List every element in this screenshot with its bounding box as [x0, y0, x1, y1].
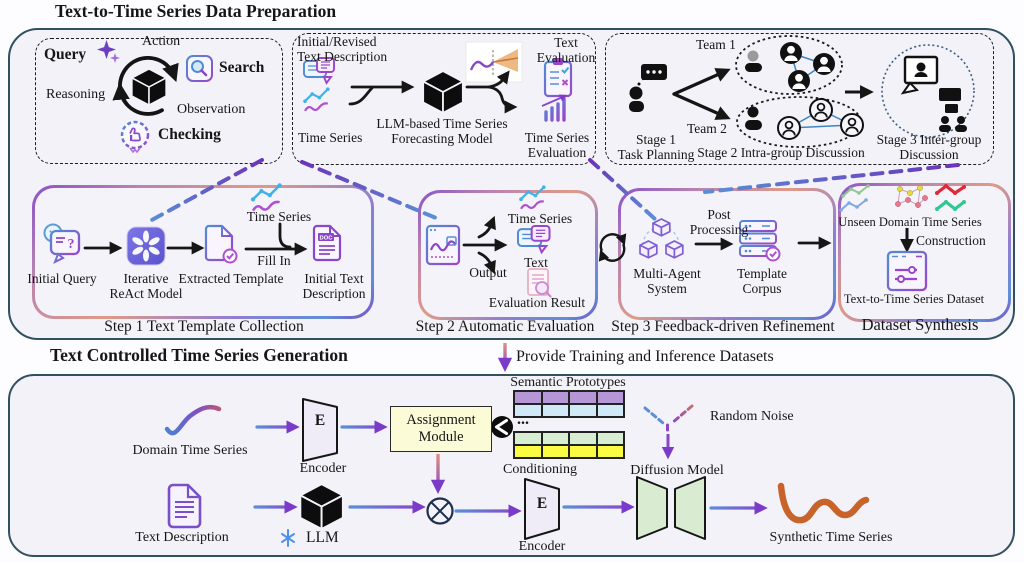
- step1-time-series-label: Time Series: [246, 209, 312, 224]
- box2-time-series-label: Time Series: [298, 130, 363, 145]
- random-noise-label: Random Noise: [710, 409, 794, 424]
- initial-query-label: Initial Query: [27, 271, 97, 286]
- page-title-top: Text-to-Time Series Data Preparation: [55, 1, 337, 21]
- text-evaluation-label: Text Evaluation: [537, 35, 595, 66]
- dataset-label: Text-to-Time Series Dataset: [843, 292, 985, 306]
- stage1-line1: Stage 1: [635, 132, 677, 147]
- step2-box: [418, 190, 598, 320]
- stage3-line1: Stage 3 Inter-group: [876, 132, 982, 147]
- multi-agent-line2: System: [647, 281, 687, 297]
- prototype-cell: [569, 445, 597, 458]
- initial-text-label: Initial Text Description: [303, 271, 366, 302]
- corpus-line2: Corpus: [742, 281, 782, 297]
- post-line1: Post: [707, 207, 731, 222]
- prototype-table-2: [513, 431, 625, 459]
- prototype-cell: [596, 404, 624, 417]
- encoder2-letter: E: [536, 495, 548, 512]
- initial-text-line2: Description: [302, 286, 366, 302]
- page-title-bottom: Text Controlled Time Series Generation: [50, 345, 348, 365]
- prototype-cell: [541, 432, 569, 445]
- step2-text-label: Text: [524, 255, 548, 270]
- semantic-prototypes-label: Semantic Prototypes: [510, 375, 626, 390]
- initial-revised-line2: Text Description: [297, 49, 388, 65]
- extracted-template-label: Extracted Template: [178, 271, 284, 286]
- step3-caption: Step 3 Feedback-driven Refinement: [611, 318, 835, 335]
- encoder2-label: Encoder: [518, 539, 566, 554]
- forecasting-model-label: LLM-based Time Series Forecasting Model: [376, 116, 507, 147]
- prototype-cell: [596, 432, 624, 445]
- prototype-cell: [514, 432, 542, 445]
- text-eval-line1: Text: [554, 35, 578, 50]
- evaluation-result-label: Evaluation Result: [488, 295, 586, 310]
- text-eval-line2: Evaluation: [536, 50, 596, 66]
- dataset-synthesis-caption: Dataset Synthesis: [861, 315, 979, 334]
- prototype-cell: [541, 404, 569, 417]
- prototype-cell: [514, 404, 542, 417]
- unseen-domain-label: Unseen Domain Time Series: [838, 215, 982, 229]
- stage3-line2: Discussion: [899, 147, 959, 163]
- initial-revised-label: Initial/Revised Text Description: [297, 34, 387, 65]
- stage2-label: Stage 2 Intra-group Discussion: [697, 145, 865, 160]
- action-label: Action: [142, 34, 181, 49]
- prototype-cell: [596, 445, 624, 458]
- model-line1: LLM-based Time Series: [376, 116, 508, 131]
- ts-eval-line2: Evaluation: [527, 145, 587, 161]
- initial-text-line1: Initial Text: [304, 271, 364, 286]
- model-line2: Forecasting Model: [391, 131, 493, 147]
- stage3-label: Stage 3 Inter-group Discussion: [877, 132, 982, 163]
- stage1-line2: Task Planning: [617, 147, 695, 163]
- search-label: Search: [219, 59, 265, 76]
- step1-caption: Step 1 Text Template Collection: [104, 318, 304, 335]
- prototype-cell: [514, 445, 542, 458]
- fill-in-label: Fill In: [257, 253, 291, 268]
- query-label: Query: [44, 46, 87, 63]
- prototype-cell: [541, 445, 569, 458]
- prototype-cell: [569, 391, 597, 404]
- step2-time-series-label: Time Series: [507, 211, 573, 226]
- ts-evaluation-label: Time Series Evaluation: [525, 130, 589, 161]
- diffusion-model-label: Diffusion Model: [630, 463, 724, 478]
- step2-caption: Step 2 Automatic Evaluation: [415, 318, 595, 335]
- post-processing-label: Post Processing: [690, 207, 749, 238]
- conditioning-label: Conditioning: [503, 462, 577, 477]
- multi-agent-line1: Multi-Agent: [633, 266, 701, 281]
- synthetic-time-series-label: Synthetic Time Series: [769, 530, 893, 545]
- text-description-label: Text Description: [135, 530, 229, 545]
- multi-agent-label: Multi-Agent System: [633, 266, 701, 297]
- checking-label: Checking: [158, 126, 221, 143]
- provide-datasets-label: Provide Training and Inference Datasets: [516, 348, 774, 365]
- construction-label: Construction: [916, 233, 986, 248]
- assignment-line2: Module: [418, 429, 464, 445]
- team2-label: Team 2: [687, 121, 727, 136]
- react-line2: ReAct Model: [109, 286, 183, 302]
- llm-label: LLM: [306, 529, 339, 546]
- prototype-cell: [514, 391, 542, 404]
- output-label: Output: [469, 265, 507, 280]
- prototype-cell: [596, 391, 624, 404]
- encoder1-label: Encoder: [299, 461, 347, 476]
- react-line1: Iterative: [123, 271, 169, 286]
- observation-label: Observation: [177, 102, 246, 117]
- initial-revised-line1: Initial/Revised: [297, 34, 377, 49]
- prototype-cell: [569, 432, 597, 445]
- template-corpus-label: Template Corpus: [737, 266, 787, 297]
- stage1-label: Stage 1 Task Planning: [618, 132, 695, 163]
- prototype-ellipsis: ...: [517, 411, 529, 428]
- assignment-module: Assignment Module: [390, 406, 492, 452]
- team1-label: Team 1: [696, 37, 736, 52]
- forecasting-model-box: [292, 33, 596, 165]
- post-line2: Processing: [689, 222, 749, 238]
- encoder1-letter: E: [314, 412, 326, 429]
- prototype-cell: [569, 404, 597, 417]
- prototype-table-1: [513, 390, 625, 418]
- corpus-line1: Template: [736, 266, 788, 281]
- domain-time-series-label: Domain Time Series: [132, 443, 248, 458]
- react-model-label: Iterative ReAct Model: [109, 271, 182, 302]
- ts-eval-line1: Time Series: [524, 130, 590, 145]
- prototype-cell: [541, 391, 569, 404]
- assignment-line1: Assignment: [406, 412, 476, 429]
- reasoning-label: Reasoning: [46, 87, 106, 102]
